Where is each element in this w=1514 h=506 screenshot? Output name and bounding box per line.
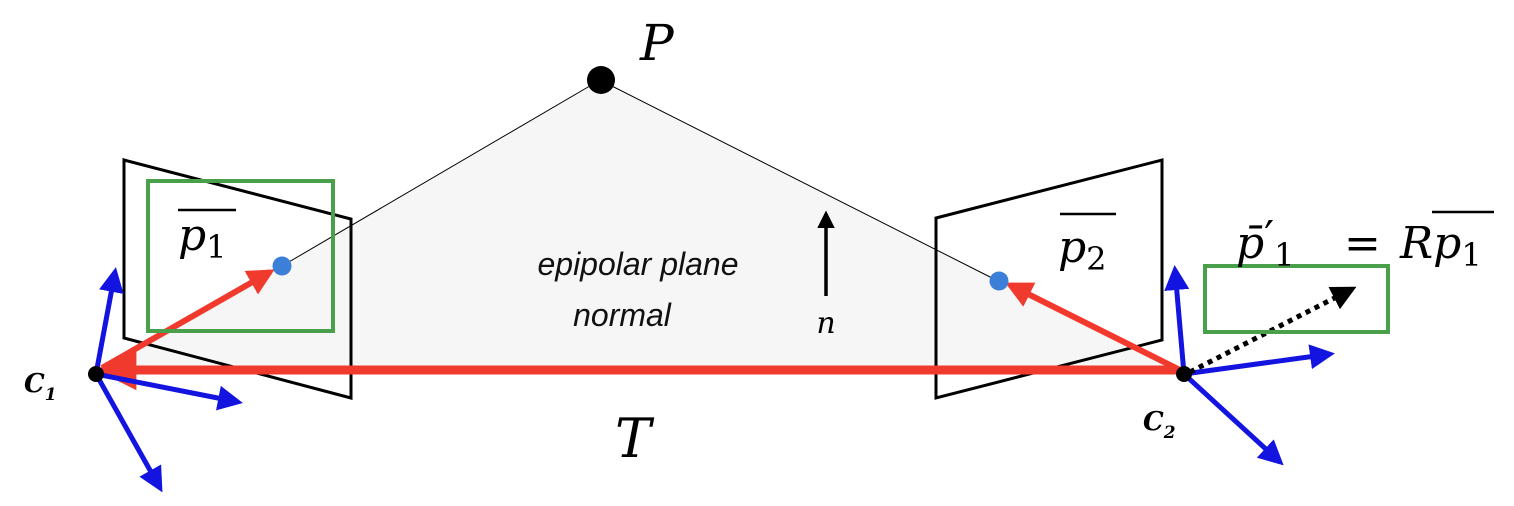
label-p1-base: p xyxy=(178,210,206,261)
rotated-vector-highlight-box xyxy=(1203,264,1390,334)
label-c1-base: C xyxy=(24,369,45,399)
label-c2-base: C xyxy=(1143,407,1164,437)
label-c2: C2 xyxy=(1143,407,1176,443)
label-p2-sub: 2 xyxy=(1086,240,1106,278)
camera-center-c1 xyxy=(88,366,104,382)
label-n: n xyxy=(816,306,835,341)
eq-equals: = xyxy=(1344,218,1381,269)
ray-p-to-c2 xyxy=(599,79,999,282)
epipolar-plane xyxy=(96,80,1184,374)
point-p xyxy=(587,66,615,94)
eq-p: p xyxy=(1433,218,1461,269)
p1-highlight-box xyxy=(146,179,335,333)
c2-axis-up xyxy=(1164,265,1190,375)
label-p2: p2 xyxy=(1058,222,1107,278)
label-normal-word: normal xyxy=(573,297,672,333)
label-p: P xyxy=(639,14,675,72)
c2-axis-right xyxy=(1183,344,1335,377)
c1-axis-up xyxy=(93,267,124,375)
eq-prime: ′ xyxy=(1264,212,1274,263)
label-p2-base: p xyxy=(1058,222,1086,273)
right-image-plane xyxy=(934,158,1164,400)
left-image-plane xyxy=(122,158,353,400)
equation: p̄′1=Rp1 xyxy=(1236,212,1482,274)
c2-axis-down xyxy=(1182,372,1284,466)
label-c1-sub: 1 xyxy=(45,385,57,405)
eq-p-sub: 1 xyxy=(1461,236,1481,274)
eq-r: R xyxy=(1399,218,1433,269)
eq-sub: 1 xyxy=(1274,236,1294,274)
image-point-p1 xyxy=(272,256,292,276)
image-point-p2 xyxy=(989,271,1009,291)
label-c2-sub: 2 xyxy=(1163,423,1176,443)
label-t: T xyxy=(615,407,655,470)
c2-to-p2-arrow xyxy=(1005,282,1182,373)
camera-center-c2 xyxy=(1176,366,1192,382)
c1-axis-right xyxy=(95,371,243,411)
label-p1-sub: 1 xyxy=(206,228,226,266)
eq-lhs: p̄ xyxy=(1236,218,1264,269)
label-p1: p1 xyxy=(178,210,227,266)
c1-axis-down xyxy=(93,372,163,493)
c1-to-p1-arrow xyxy=(100,269,275,371)
label-c1: C1 xyxy=(24,369,57,405)
label-epipolar-plane: epipolar plane xyxy=(537,246,738,282)
